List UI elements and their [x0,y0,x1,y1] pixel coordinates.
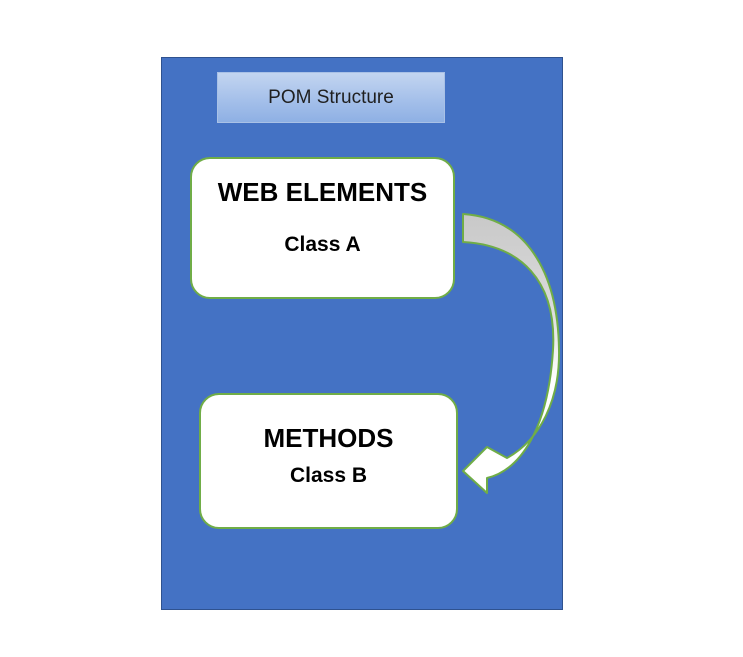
node-class-a: WEB ELEMENTS Class A [190,157,455,299]
node-class-b-subtitle: Class B [289,464,368,487]
node-class-b-heading: METHODS [263,423,394,453]
diagram-title: POM Structure [217,72,445,123]
node-class-b: METHODS Class B [199,393,458,529]
node-class-a-subtitle: Class A [284,233,361,256]
node-class-a-heading: WEB ELEMENTS [217,177,428,207]
